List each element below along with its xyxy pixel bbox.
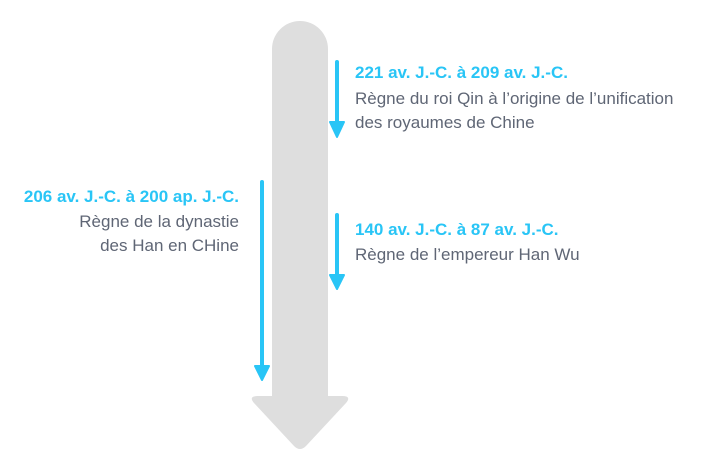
event-2-arrow-icon [254, 180, 270, 381]
event-3-date: 140 av. J.-C. à 87 av. J.-C. [355, 220, 559, 239]
event-2-description-line-1: Règne de la dynastie [79, 212, 239, 231]
event-1-date: 221 av. J.-C. à 209 av. J.-C. [355, 63, 568, 82]
event-1-description-line-1: Règne du roi Qin à l’origine de l’unific… [355, 89, 674, 108]
event-1-description-line-2: des royaumes de Chine [355, 113, 535, 132]
event-2-description-line-2: des Han en CHine [100, 236, 239, 255]
timeline-arrow-icon [251, 21, 349, 449]
event-1-arrow-icon [329, 60, 345, 138]
event-3-description-line-1: Règne de l’empereur Han Wu [355, 245, 580, 264]
event-3-arrow-icon [329, 213, 345, 290]
event-2-date: 206 av. J.-C. à 200 ap. J.-C. [23, 187, 239, 206]
